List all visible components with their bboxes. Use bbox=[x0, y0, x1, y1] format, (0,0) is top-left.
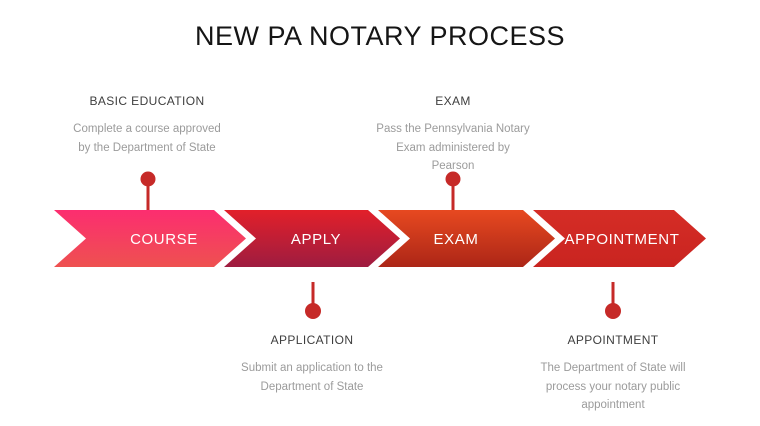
annotation-heading: APPOINTMENT bbox=[567, 333, 659, 347]
annotation-line: Pearson bbox=[431, 160, 475, 172]
annotation-line: Complete a course approved bbox=[73, 123, 221, 135]
step-arrow-exam bbox=[378, 210, 555, 267]
annotation-line: Submit an application to the bbox=[241, 362, 383, 374]
annotation-heading: BASIC EDUCATION bbox=[89, 94, 205, 108]
annotation-line: Exam administered by bbox=[396, 141, 510, 154]
pin-exam bbox=[445, 171, 461, 210]
annotation-basic-education: BASIC EDUCATION Complete a course approv… bbox=[37, 94, 257, 157]
step-arrow-course bbox=[54, 210, 246, 267]
step-label-course: COURSE bbox=[130, 231, 198, 248]
annotation-line: The Department of State will bbox=[540, 362, 686, 374]
step-arrow-apply bbox=[224, 210, 400, 267]
annotation-exam: EXAM Pass the Pennsylvania Notary Exam a… bbox=[343, 94, 563, 176]
annotation-line: process your notary public bbox=[545, 380, 681, 393]
pin-application bbox=[305, 282, 321, 319]
pin-basic-education bbox=[140, 171, 156, 210]
annotation-line: by the Department of State bbox=[78, 141, 216, 154]
step-label-exam: EXAM bbox=[434, 231, 479, 248]
annotation-appointment: APPOINTMENT The Department of State will… bbox=[503, 333, 723, 415]
step-label-appointment: APPOINTMENT bbox=[565, 231, 680, 248]
annotation-heading: APPLICATION bbox=[270, 333, 354, 347]
annotation-line: appointment bbox=[581, 399, 645, 411]
annotation-line: Department of State bbox=[260, 380, 364, 393]
step-label-apply: APPLY bbox=[291, 231, 341, 248]
annotation-application: APPLICATION Submit an application to the… bbox=[202, 333, 422, 396]
annotation-heading: EXAM bbox=[435, 94, 471, 108]
pin-appointment bbox=[605, 282, 621, 319]
annotation-line: Pass the Pennsylvania Notary bbox=[376, 123, 530, 135]
page-title: NEW PA NOTARY PROCESS bbox=[194, 21, 566, 51]
step-arrow-appointment bbox=[533, 210, 706, 267]
